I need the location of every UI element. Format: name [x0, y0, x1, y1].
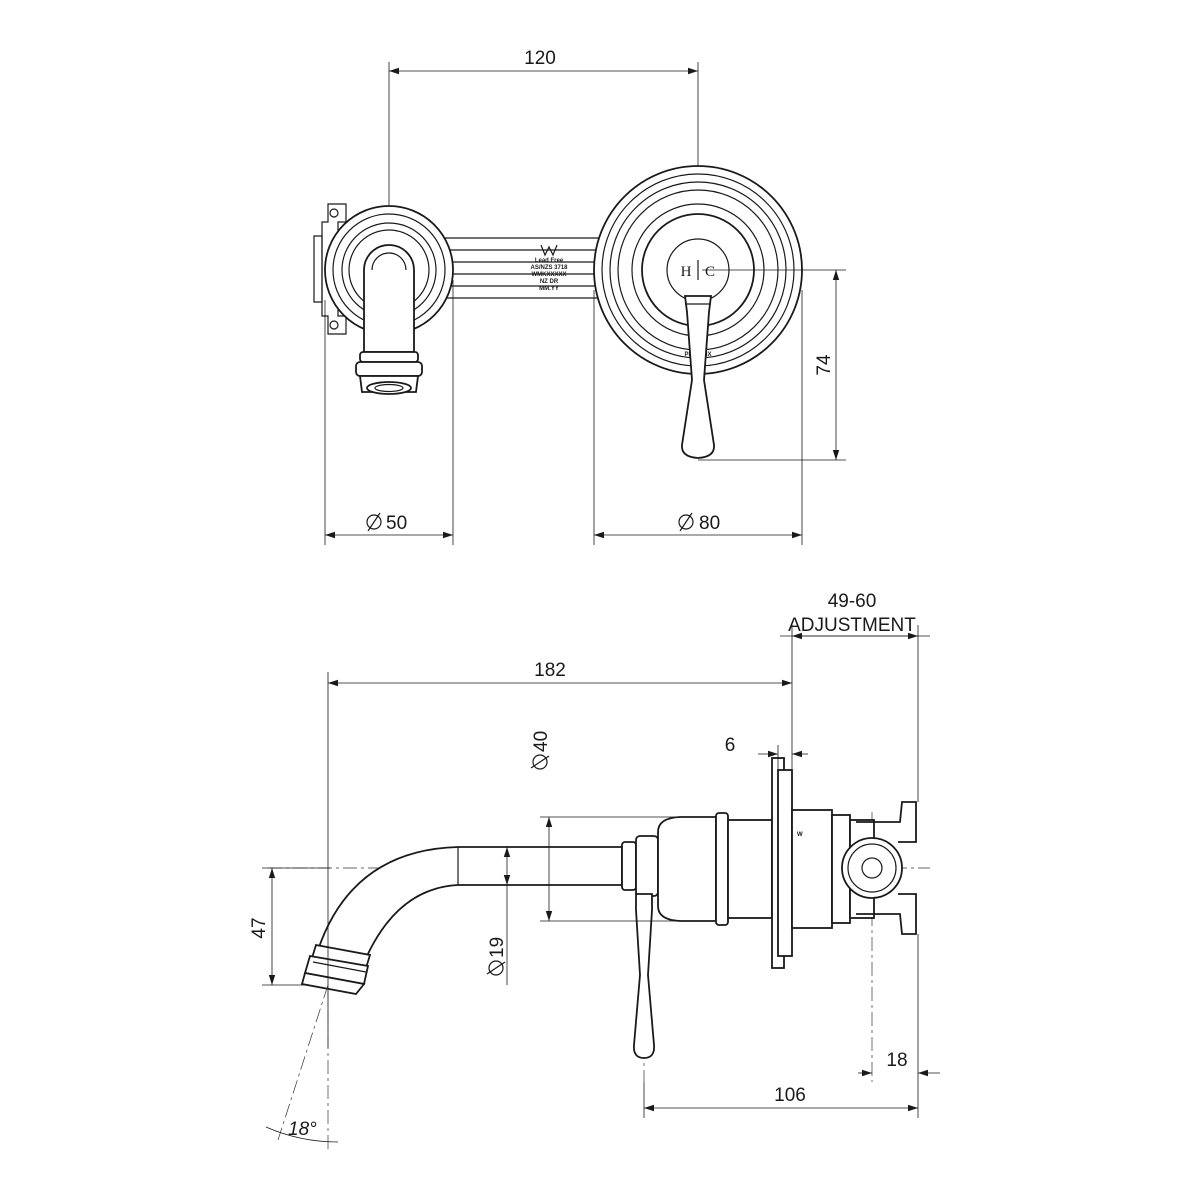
side-view: W 49-60 ADJUSTMENT 182 6	[249, 591, 940, 1150]
dim-pipe-dia: 19	[487, 937, 508, 958]
wall-flange-side	[771, 757, 793, 969]
marking-line: NZ DR	[540, 279, 559, 285]
diameter-symbol-icon	[486, 960, 506, 976]
hot-indicator: H	[681, 264, 692, 280]
marking-line: WMKXXXXX	[531, 272, 566, 278]
dim-total-length: 182	[534, 660, 566, 681]
diameter-symbol-icon	[678, 512, 694, 532]
marking-line: AS/NZS 3718	[530, 265, 568, 271]
connecting-body	[435, 237, 610, 299]
lever-handle-front	[681, 295, 715, 459]
dim-spacing: 120	[524, 48, 556, 69]
dim-spout-angle: 18°	[288, 1119, 317, 1140]
dim-lever-drop: 74	[814, 354, 835, 376]
dim-depth-behind: 18	[886, 1050, 907, 1071]
dim-plate-dia: 80	[699, 513, 720, 534]
marking-line: Lead Free	[535, 258, 564, 264]
body-markings: Lead Free AS/NZS 3718 WMKXXXXX NZ DR MM.…	[530, 244, 568, 292]
dim-spout-dia: 50	[386, 513, 407, 534]
watermark-icon	[540, 244, 558, 257]
diameter-symbol-icon	[530, 754, 550, 770]
hc-indicator: H C	[681, 260, 715, 280]
dim-spout-height: 47	[249, 917, 270, 938]
diameter-symbol-icon	[366, 512, 382, 532]
marking-line: MM.YY	[539, 286, 559, 292]
front-view: Lead Free AS/NZS 3718 WMKXXXXX NZ DR MM.…	[313, 48, 846, 545]
spout-collar	[621, 835, 659, 897]
dim-lever-to-back: 106	[774, 1085, 806, 1106]
spout-front	[355, 244, 423, 395]
front-dimensions: 120 50 80 74	[324, 48, 846, 545]
side-dimensions: 49-60 ADJUSTMENT 182 6 40	[249, 591, 940, 1150]
dim-body-dia: 40	[531, 731, 552, 752]
rough-in-valve: W	[791, 801, 917, 935]
mixer-body-side	[657, 812, 773, 926]
watermark-icon: W	[797, 832, 803, 838]
dim-adjustment-label: ADJUSTMENT	[788, 615, 916, 636]
cold-indicator: C	[705, 264, 715, 280]
spout-side	[300, 846, 623, 995]
dim-plate-thickness: 6	[725, 735, 736, 756]
dim-adjustment-range: 49-60	[828, 591, 877, 612]
lever-handle-side	[633, 893, 655, 1059]
